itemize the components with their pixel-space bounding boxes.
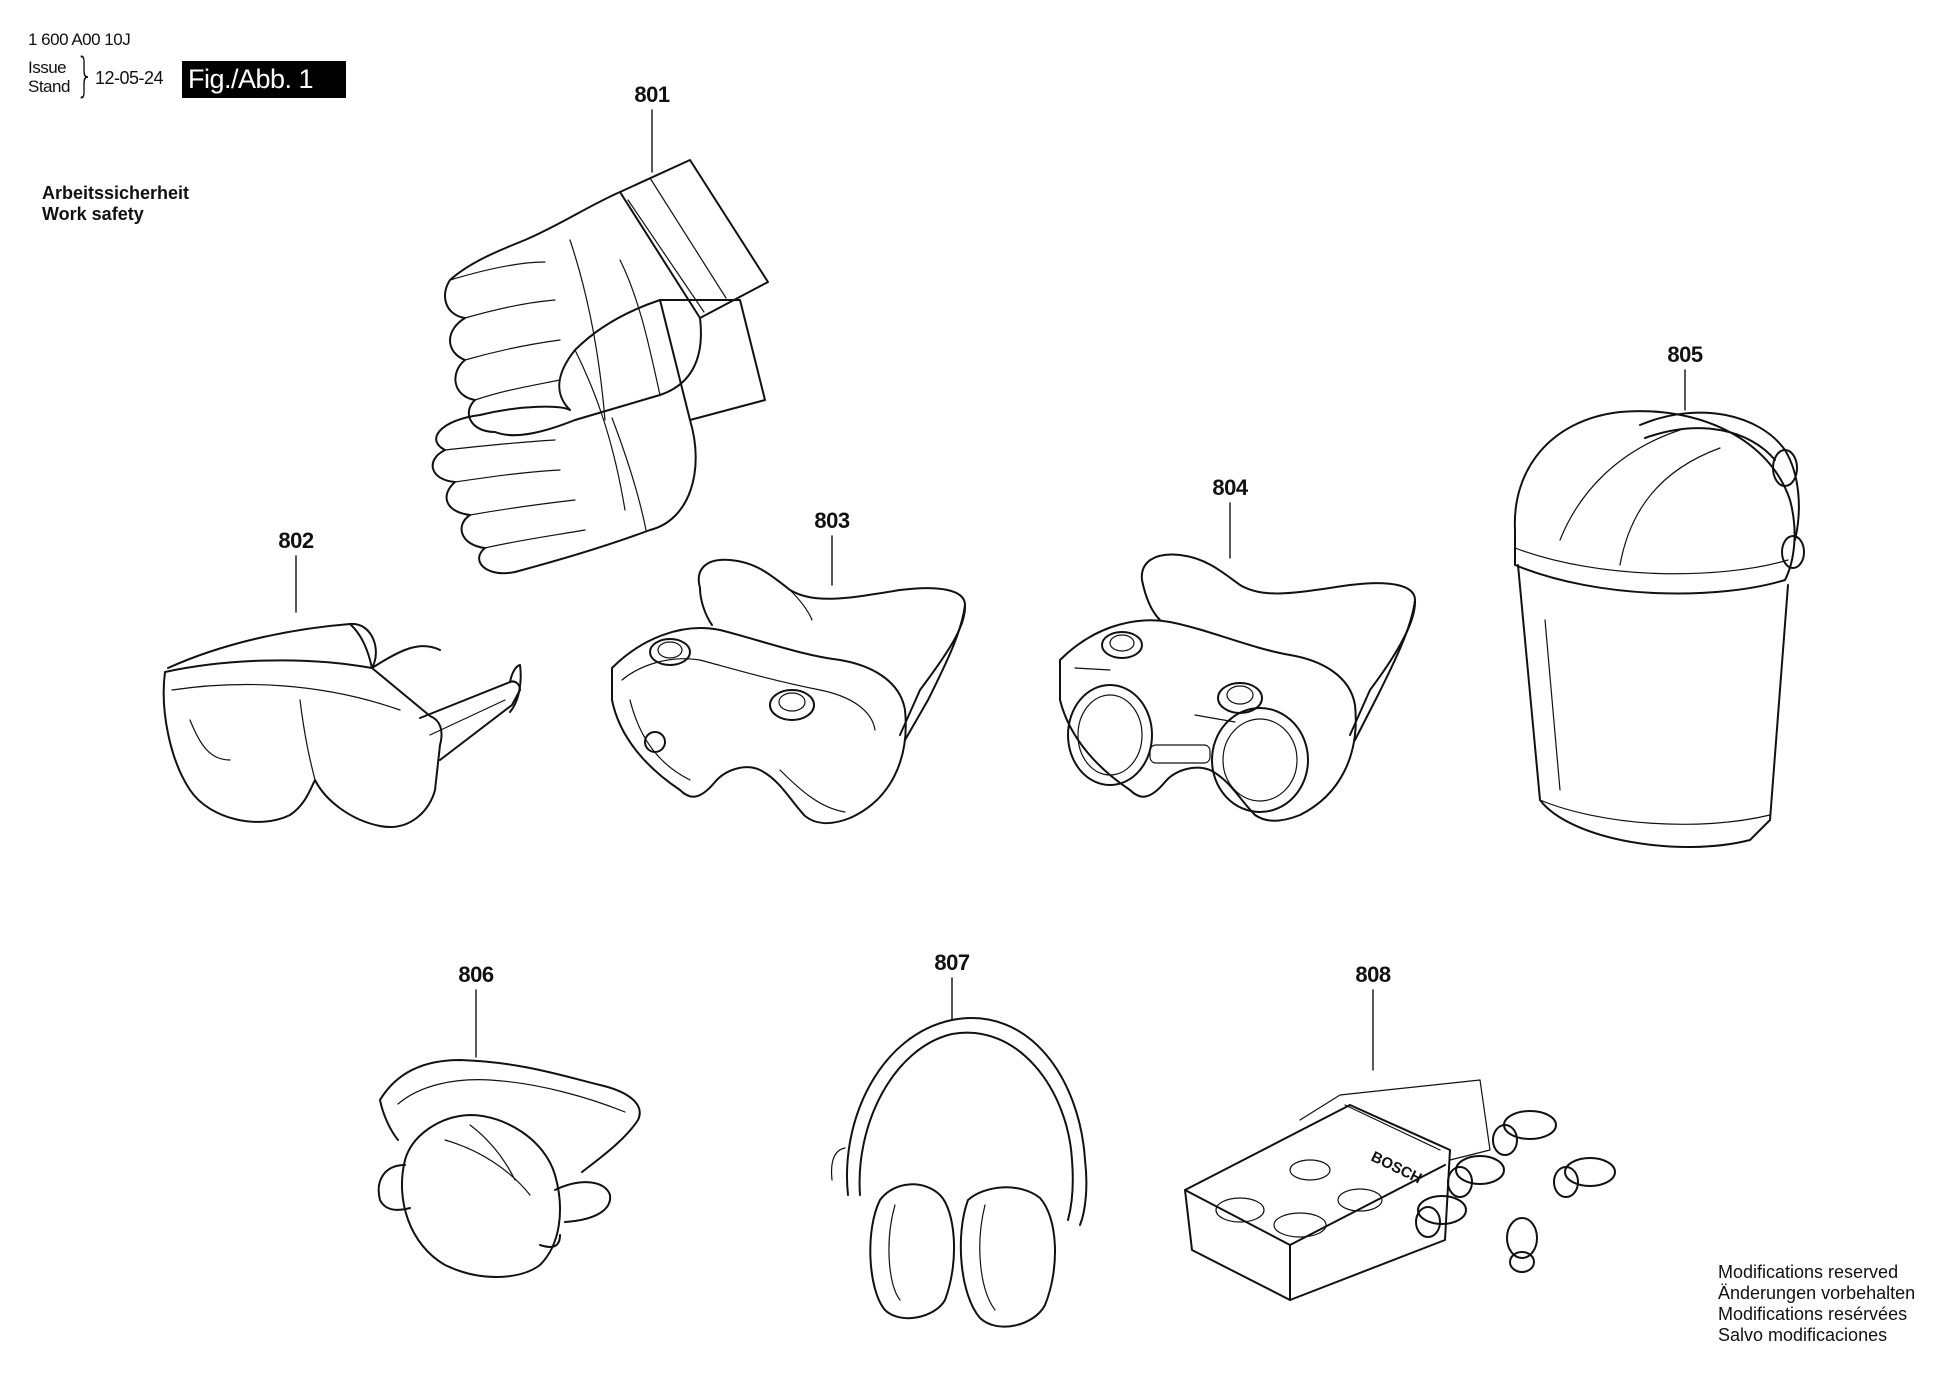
section-title-en: Work safety xyxy=(42,204,144,224)
welding-goggles-icon xyxy=(1059,553,1417,822)
stand-label: Stand xyxy=(28,77,70,96)
loose-plug-1 xyxy=(1492,1110,1557,1156)
part-number-804: 804 xyxy=(1212,475,1248,500)
dust-mask-icon xyxy=(377,1059,641,1278)
section-title-de: Arbeitssicherheit xyxy=(42,183,190,203)
modifications-notice: Modifications reserved Änderungen vorbeh… xyxy=(1718,1262,1915,1346)
part-number-803: 803 xyxy=(814,508,850,533)
issue-label: Issue xyxy=(28,58,67,77)
part-number-805: 805 xyxy=(1667,342,1703,367)
modifications-fr: Modifications resérvées xyxy=(1718,1304,1908,1324)
part-number-801: 801 xyxy=(634,82,670,107)
loose-plug-2 xyxy=(1553,1157,1616,1198)
figure-label: Fig./Abb. 1 xyxy=(182,61,346,98)
modifications-de: Änderungen vorbehalten xyxy=(1718,1283,1916,1303)
document-number: 1 600 A00 10J xyxy=(28,30,131,49)
modifications-en: Modifications reserved xyxy=(1718,1262,1899,1282)
gloves-icon xyxy=(431,159,769,575)
part-number-807: 807 xyxy=(934,950,970,975)
face-shield-icon xyxy=(1513,410,1805,848)
ear-plugs-icon xyxy=(1184,1079,1616,1301)
safety-glasses-icon xyxy=(162,622,522,828)
ear-muffs-icon xyxy=(830,1017,1088,1328)
part-number-808: 808 xyxy=(1355,962,1391,987)
modifications-es: Salvo modificaciones xyxy=(1718,1325,1888,1345)
loose-plug-3 xyxy=(1447,1155,1505,1198)
issue-stand-labels: Issue Stand xyxy=(28,58,70,96)
loose-plug-5 xyxy=(1506,1217,1538,1273)
vented-goggles-icon xyxy=(611,558,967,824)
section-title: Arbeitssicherheit Work safety xyxy=(42,183,189,225)
part-number-806: 806 xyxy=(458,962,494,987)
issue-date: 12-05-24 xyxy=(95,68,164,88)
packaging-brand: BOSCH xyxy=(1368,1148,1424,1187)
loose-plug-4 xyxy=(1415,1195,1467,1238)
part-number-802: 802 xyxy=(278,528,314,553)
brace-glyph: } xyxy=(76,48,94,102)
